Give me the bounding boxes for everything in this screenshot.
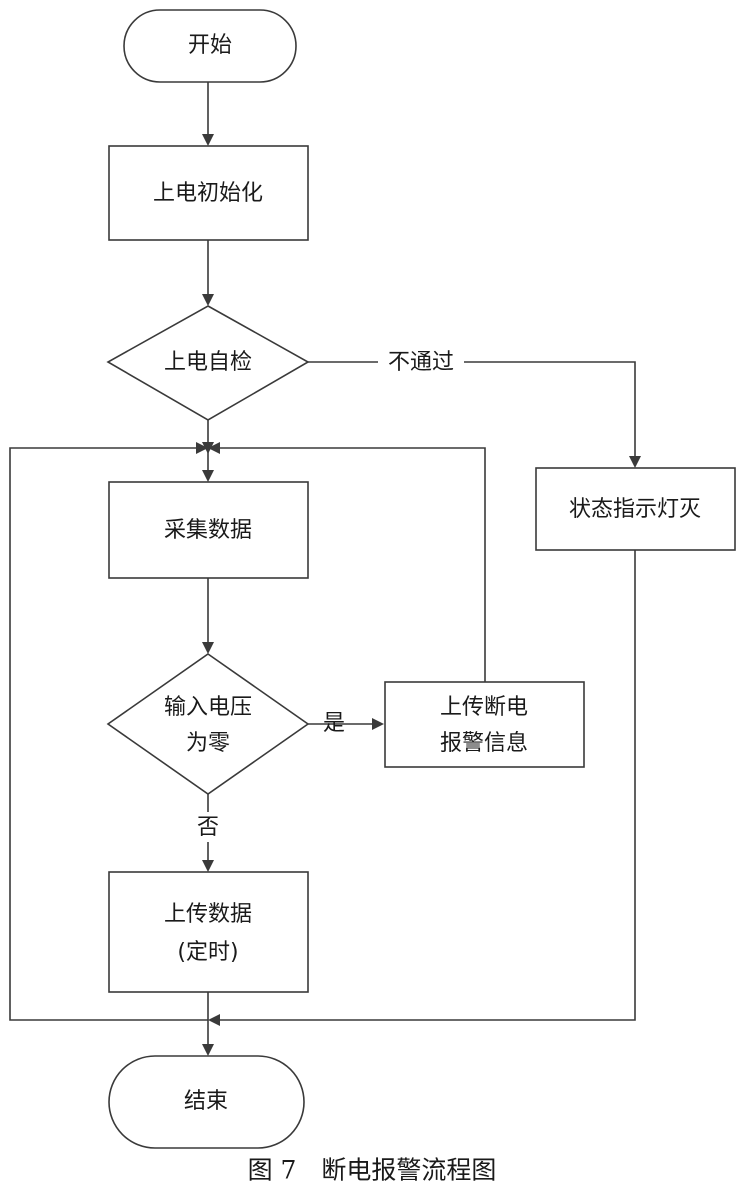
node-indicator-off: 状态指示灯灭 — [535, 467, 736, 551]
arrow-init-to-selfcheck — [202, 294, 214, 306]
upload-alarm-label-line2: 报警信息 — [440, 731, 528, 756]
collect-data-box — [108, 481, 309, 579]
edge-label-no: 否 — [197, 815, 219, 840]
edge-label-yes: 是 — [323, 711, 345, 736]
edge-selfcheck-fail — [308, 361, 636, 458]
start-label: 开始 — [188, 33, 232, 58]
node-power-on-init: 上电初始化 — [108, 145, 309, 241]
node-upload-data: 上传数据 (定时) — [108, 871, 309, 993]
arrow-start-to-init — [202, 134, 214, 146]
edge-label-fail-bg — [378, 347, 464, 377]
node-self-check: 上电自检 — [106, 305, 310, 421]
power-on-init-box — [108, 145, 309, 241]
arrow-to-upload-data — [202, 860, 214, 872]
node-collect-data: 采集数据 — [108, 481, 309, 579]
edge-labels: 不通过 是 否 — [197, 347, 464, 840]
node-start: 开始 — [123, 9, 297, 83]
arrow-indicator-to-end — [208, 1014, 220, 1026]
edge-label-fail: 不通过 — [388, 350, 454, 375]
arrow-loop-to-collect — [202, 470, 214, 482]
upload-data-box — [108, 871, 309, 993]
node-upload-alarm: 上传断电 报警信息 — [384, 681, 585, 768]
self-check-label: 上电自检 — [164, 350, 252, 375]
arrow-to-end — [202, 1044, 214, 1056]
upload-data-label-line1: 上传数据 — [164, 902, 252, 927]
power-on-init-label: 上电初始化 — [153, 181, 263, 206]
arrow-alarm-loop-back — [208, 442, 220, 454]
self-check-diamond — [106, 305, 310, 421]
upload-alarm-label-line1: 上传断电 — [440, 695, 528, 720]
collect-data-label: 采集数据 — [164, 518, 252, 543]
upload-data-label-line2: (定时) — [177, 940, 238, 965]
end-label: 结束 — [184, 1089, 228, 1114]
node-end: 结束 — [108, 1055, 305, 1149]
upload-alarm-box — [384, 681, 585, 768]
voltage-zero-diamond — [106, 653, 310, 795]
arrow-collect-to-decision — [202, 642, 214, 654]
end-terminator — [108, 1055, 305, 1149]
start-terminator — [123, 9, 297, 83]
voltage-zero-label-line2: 为零 — [186, 731, 230, 756]
arrow-timed-loop — [196, 442, 208, 454]
voltage-zero-label-line1: 输入电压 — [164, 695, 252, 720]
indicator-off-box — [535, 467, 736, 551]
edge-alarm-loop-back — [218, 447, 486, 682]
node-voltage-zero: 输入电压 为零 — [106, 653, 310, 795]
arrow-to-indicator — [629, 456, 641, 468]
edge-indicator-to-end — [218, 550, 636, 1021]
connectors — [9, 82, 641, 1056]
figure-caption: 图 7 断电报警流程图 — [248, 1156, 497, 1185]
arrow-to-upload-alarm — [372, 718, 384, 730]
edge-timed-loop — [9, 447, 208, 1021]
indicator-off-label: 状态指示灯灭 — [569, 497, 701, 522]
